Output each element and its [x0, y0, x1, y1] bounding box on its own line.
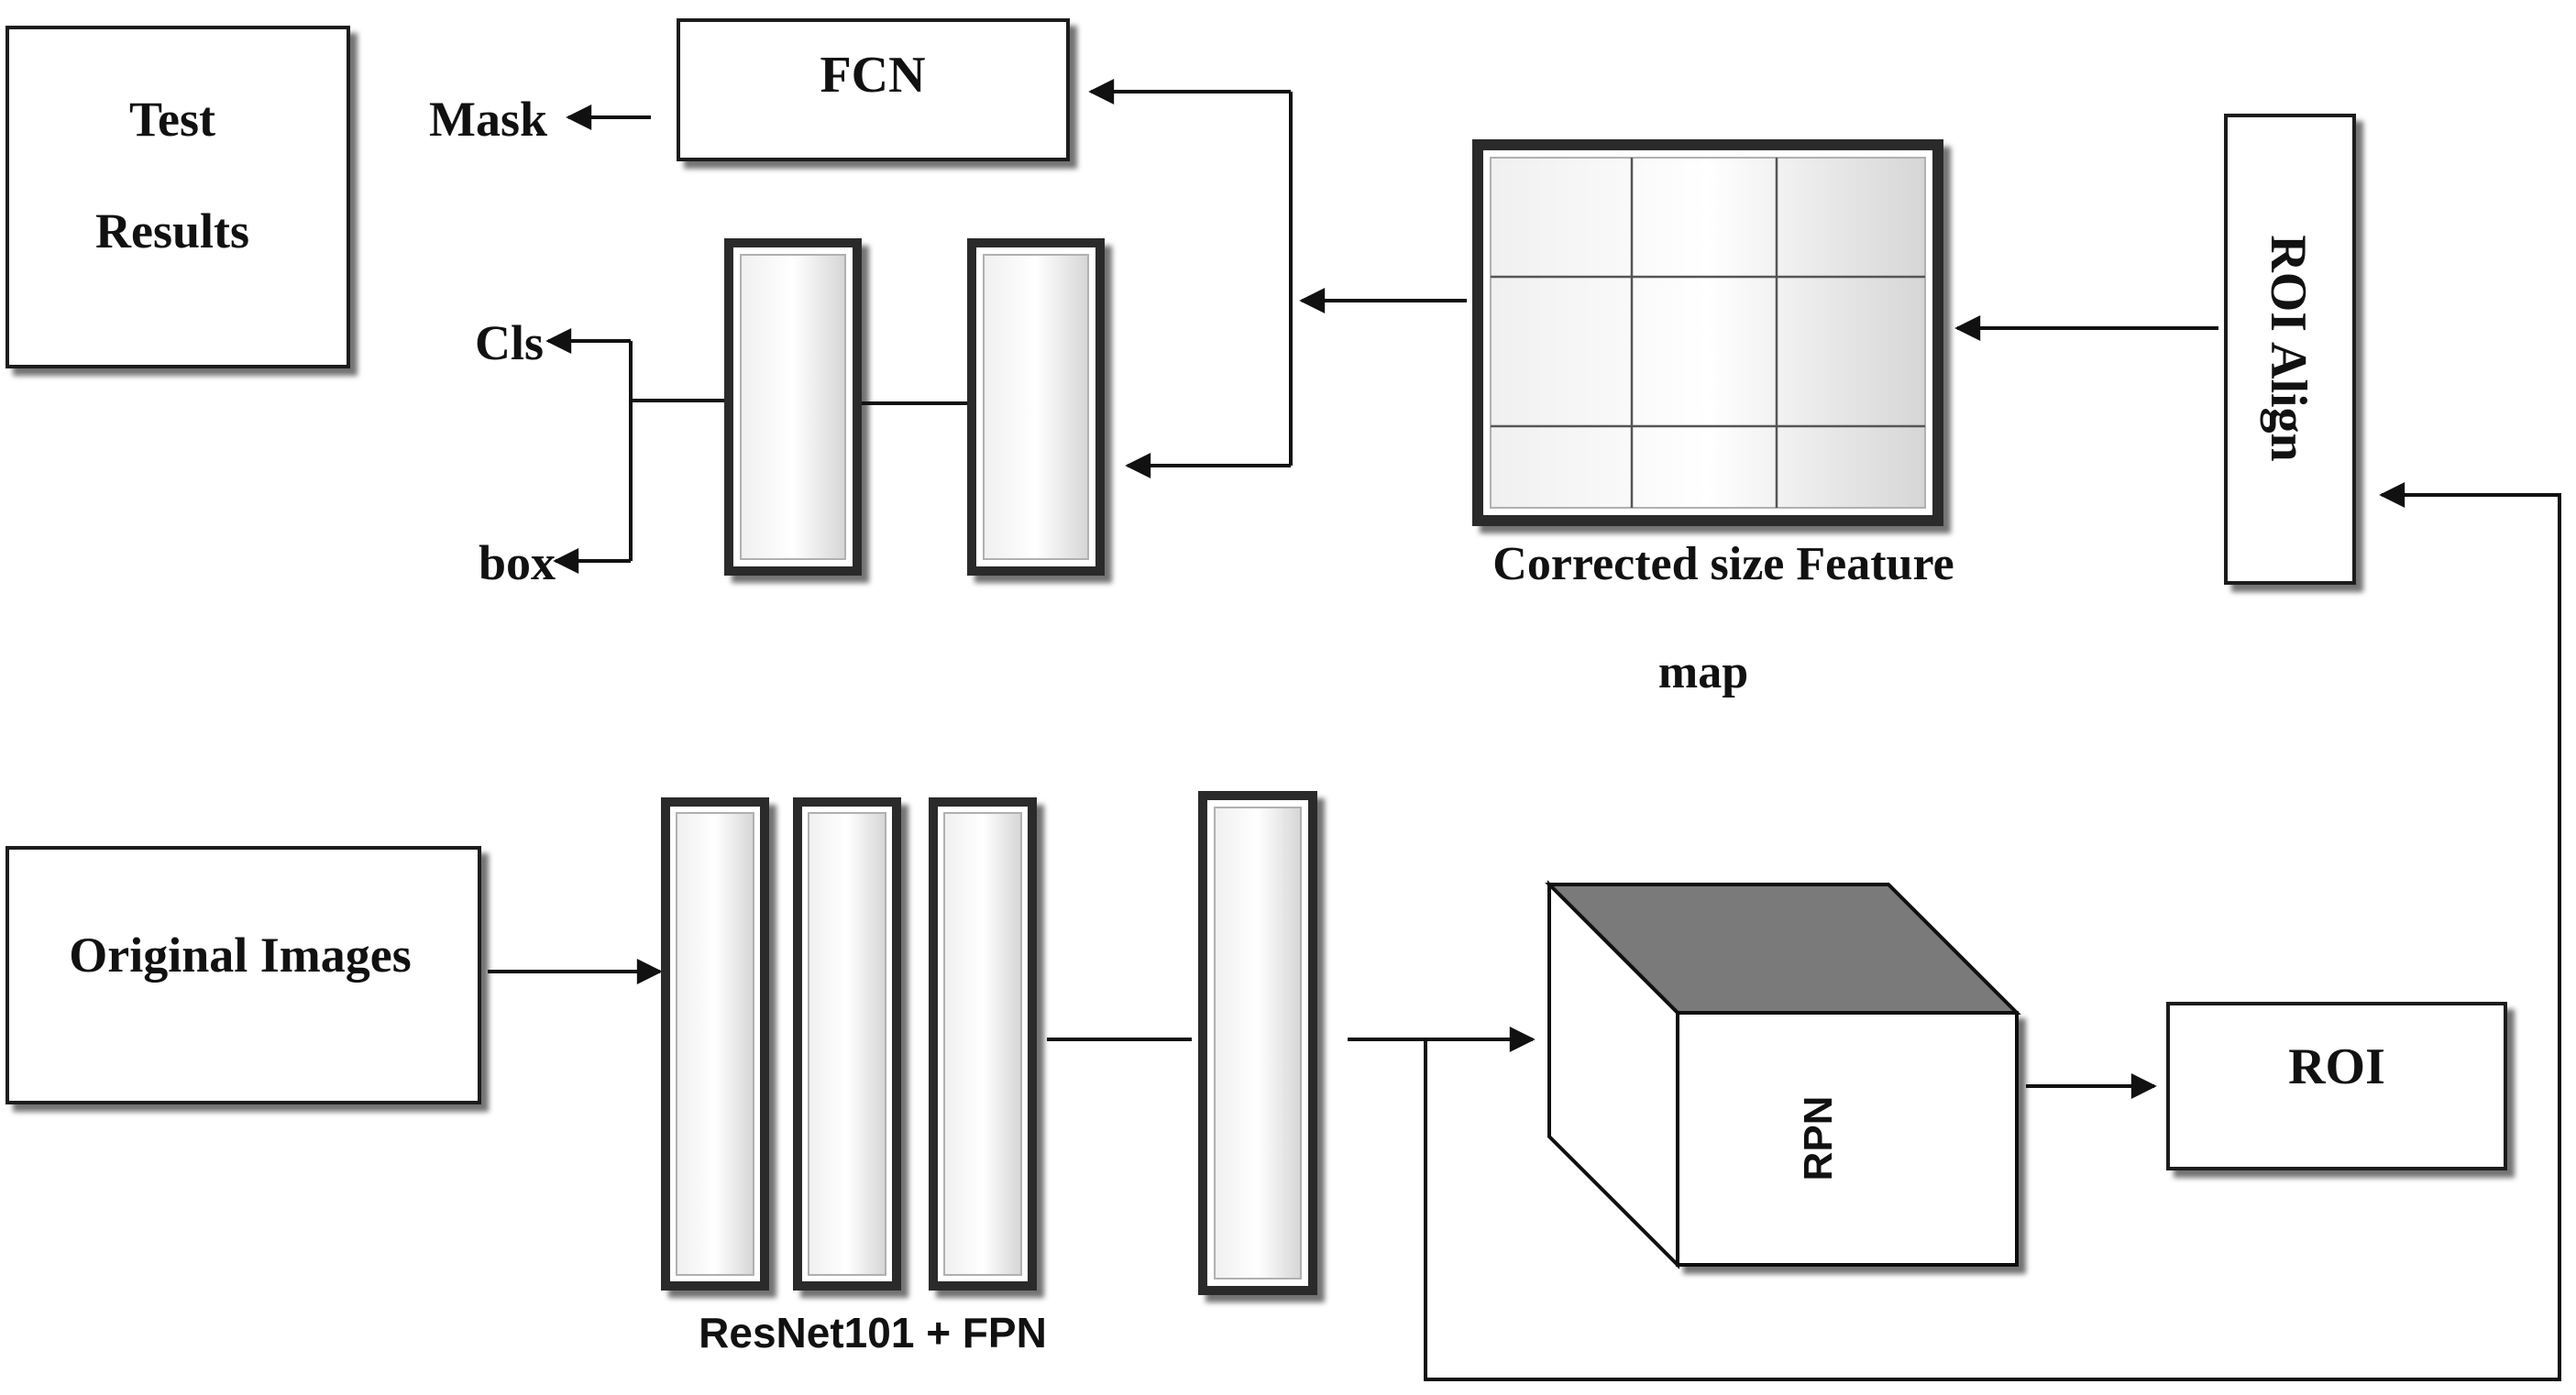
test-results-box: Test Results [6, 26, 350, 368]
roi-box: ROI [2166, 1002, 2507, 1170]
fcn-box: FCN [677, 18, 1070, 161]
backbone-layer-2 [793, 797, 901, 1291]
fc-layer-2 [967, 238, 1105, 576]
test-results-label-line1: Test [129, 92, 215, 147]
backbone-label: ResNet101 + FPN [699, 1309, 1047, 1357]
fpn-layer [1198, 791, 1317, 1295]
roi-label: ROI [2288, 1038, 2385, 1095]
rpn-label: RPN [1796, 1096, 1841, 1181]
feature-map-label-line1: Corrected size Feature [1492, 538, 1954, 590]
feature-map-label-line2: map [1658, 646, 1748, 698]
rpn-cube: RPN [1545, 880, 2021, 1269]
original-images-label: Original Images [69, 928, 412, 983]
fcn-label: FCN [820, 47, 925, 104]
feature-map-grid [1472, 139, 1943, 526]
box-label: box [479, 535, 556, 590]
roi-feedback-arrow [1424, 482, 2561, 1381]
mask-label: Mask [429, 92, 547, 147]
fc-layer-1 [724, 238, 862, 576]
cls-label: Cls [475, 315, 544, 370]
backbone-layer-3 [929, 797, 1037, 1291]
test-results-label-line2: Results [95, 203, 249, 258]
roi-align-label: ROI Align [2260, 235, 2317, 461]
original-images-box: Original Images [6, 846, 481, 1104]
backbone-layer-1 [661, 797, 769, 1291]
roi-align-box: ROI Align [2224, 114, 2356, 585]
